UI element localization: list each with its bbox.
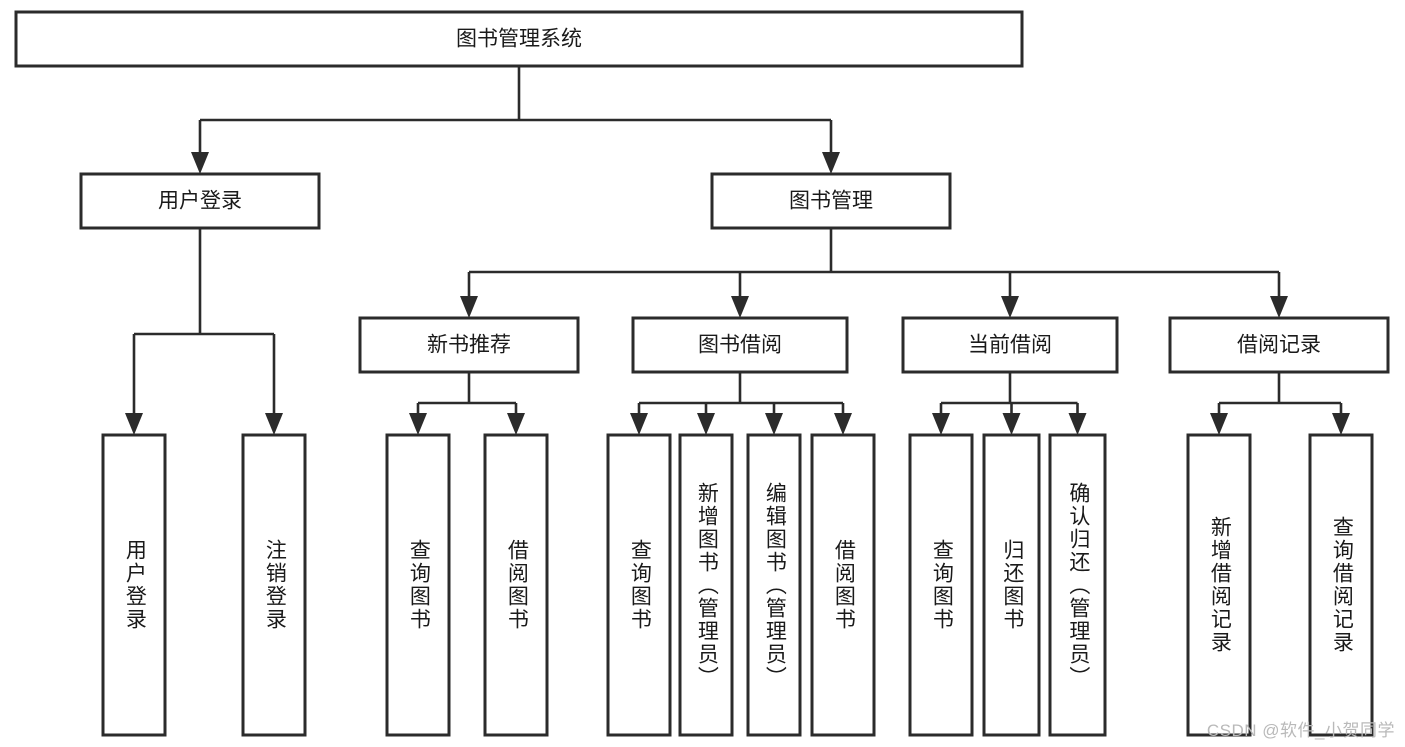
node-root-label: 图书管理系统 — [456, 28, 582, 51]
edge-book-manage-branch-2-arrowhead — [1001, 296, 1019, 318]
edge-new-book-branch-1-arrowhead — [507, 413, 525, 435]
edge-new-book-branch-0-arrowhead — [409, 413, 427, 435]
node-level2-1-rect — [631, 316, 849, 374]
edge-user-login-branch-0-arrowhead — [125, 413, 143, 435]
node-leaf-8-rect — [908, 433, 974, 737]
node-root-rect — [14, 10, 1024, 68]
edge-book-manage-branch-0-arrowhead — [460, 296, 478, 318]
edge-record-branch-1-arrowhead — [1332, 413, 1350, 435]
node-level1-0-rect — [79, 172, 321, 230]
node-leaf-7[interactable] — [810, 433, 876, 737]
edge-current-branch-1-arrowhead — [1002, 413, 1021, 435]
node-level2-2-label: 当前借阅 — [968, 334, 1052, 357]
node-level2-2[interactable]: 当前借阅 — [901, 316, 1119, 374]
edge-record-branch-0-arrowhead — [1210, 413, 1228, 435]
node-leaf-9-rect — [982, 433, 1041, 737]
node-leaf-0-rect — [101, 433, 167, 737]
node-leaf-5[interactable] — [678, 433, 734, 737]
node-leaf-2[interactable] — [385, 433, 451, 737]
node-root[interactable]: 图书管理系统 — [14, 10, 1024, 68]
node-level2-3-label: 借阅记录 — [1237, 334, 1321, 357]
edge-root-branch-1-arrowhead — [822, 152, 840, 174]
node-leaf-9[interactable] — [982, 433, 1041, 737]
node-leaf-12[interactable] — [1308, 433, 1374, 737]
node-leaf-2-rect — [385, 433, 451, 737]
node-leaf-10[interactable] — [1048, 433, 1107, 737]
node-leaf-0[interactable] — [101, 433, 167, 737]
edge-current-branch-2-arrowhead — [1068, 413, 1087, 435]
node-level2-1-label: 图书借阅 — [698, 334, 782, 357]
edge-borrow-branch-3-arrowhead — [834, 413, 852, 435]
node-leaf-11[interactable] — [1186, 433, 1252, 737]
edge-borrow-branch-1-arrowhead — [697, 413, 715, 435]
watermark-text: CSDN @软件_小贺同学 — [1206, 721, 1395, 740]
node-leaf-11-rect — [1186, 433, 1252, 737]
node-leaf-5-rect — [678, 433, 734, 737]
edge-root-branch-0-arrowhead — [191, 152, 209, 174]
edge-borrow-branch-2-arrowhead — [765, 413, 783, 435]
edge-borrow-branch-0-arrowhead — [630, 413, 648, 435]
node-leaf-4[interactable] — [606, 433, 672, 737]
node-leaf-1-rect — [241, 433, 307, 737]
node-leaf-10-rect — [1048, 433, 1107, 737]
node-level1-1-label: 图书管理 — [789, 190, 873, 213]
edge-user-login-branch-1-arrowhead — [265, 413, 283, 435]
node-level1-0[interactable]: 用户登录 — [79, 172, 321, 230]
node-leaf-4-rect — [606, 433, 672, 737]
edge-current-branch-0-arrowhead — [932, 413, 950, 435]
node-leaf-6[interactable] — [746, 433, 802, 737]
node-level2-0-rect — [358, 316, 580, 374]
node-level2-3-rect — [1168, 316, 1390, 374]
edges-layer — [125, 66, 1350, 435]
node-level1-1-rect — [710, 172, 952, 230]
node-level1-1[interactable]: 图书管理 — [710, 172, 952, 230]
node-leaf-7-rect — [810, 433, 876, 737]
node-leaf-3[interactable] — [483, 433, 549, 737]
node-level2-1[interactable]: 图书借阅 — [631, 316, 849, 374]
node-level2-2-rect — [901, 316, 1119, 374]
node-leaf-6-rect — [746, 433, 802, 737]
node-leaf-3-rect — [483, 433, 549, 737]
edge-book-manage-branch-1-arrowhead — [731, 296, 749, 318]
node-leaf-1[interactable] — [241, 433, 307, 737]
node-level2-0[interactable]: 新书推荐 — [358, 316, 580, 374]
node-leaf-8[interactable] — [908, 433, 974, 737]
node-level2-3[interactable]: 借阅记录 — [1168, 316, 1390, 374]
node-level1-0-label: 用户登录 — [158, 190, 242, 213]
edge-book-manage-branch-3-arrowhead — [1270, 296, 1288, 318]
node-leaf-12-rect — [1308, 433, 1374, 737]
node-level2-0-label: 新书推荐 — [427, 334, 511, 357]
